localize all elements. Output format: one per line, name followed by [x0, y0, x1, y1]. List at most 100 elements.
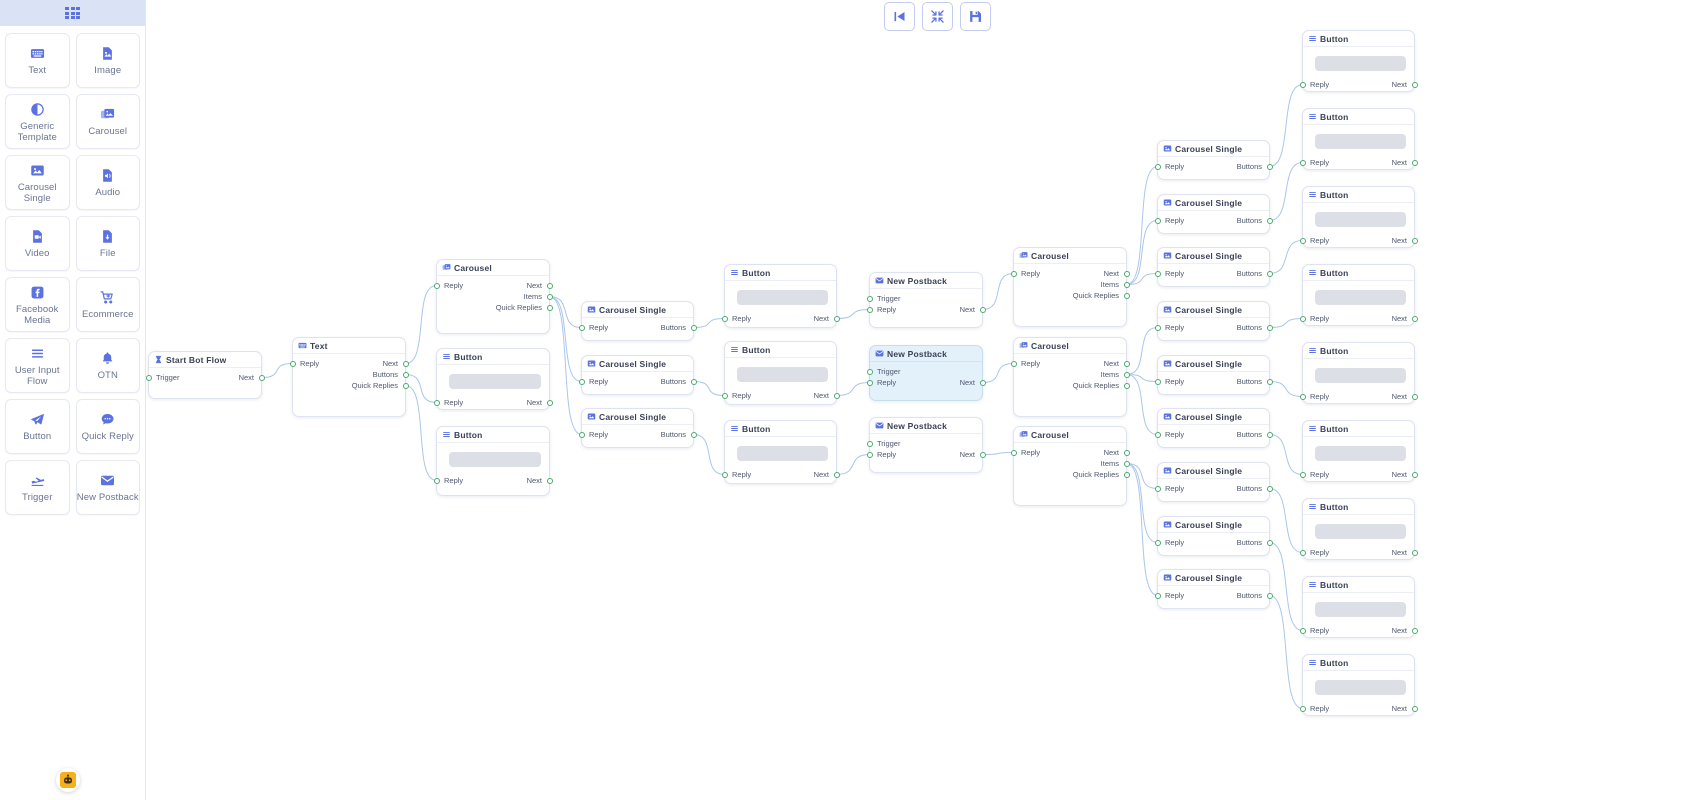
port-out-next[interactable] — [1411, 81, 1418, 88]
port-out-buttons[interactable] — [1266, 592, 1273, 599]
port-in-reply[interactable] — [1299, 393, 1306, 400]
port-out-next[interactable] — [979, 306, 986, 313]
port-in-trigger[interactable] — [146, 374, 152, 381]
palette-item-file[interactable]: File — [75, 216, 140, 271]
flow-node-button[interactable]: Button Reply Next — [433, 348, 553, 410]
port-out-buttons[interactable] — [690, 378, 697, 385]
flow-node-carousel-single[interactable]: Carousel Single Reply Buttons — [1154, 569, 1273, 609]
port-in-reply[interactable] — [1154, 270, 1161, 277]
flow-node-carousel-single[interactable]: Carousel Single Reply Buttons — [1154, 194, 1273, 234]
port-out-buttons[interactable] — [690, 324, 697, 331]
port-in-reply[interactable] — [578, 431, 585, 438]
port-out-next[interactable] — [546, 399, 553, 406]
port-out-buttons[interactable] — [1266, 539, 1273, 546]
port-out-next[interactable] — [1411, 549, 1418, 556]
port-in-reply[interactable] — [1154, 163, 1161, 170]
port-out-quick-replies[interactable] — [546, 304, 553, 311]
port-in-reply[interactable] — [1299, 627, 1306, 634]
port-in-reply[interactable] — [866, 379, 873, 386]
flow-node-new-postback[interactable]: New Postback Trigger Reply Next — [866, 345, 986, 401]
palette-item-quick-reply[interactable]: Quick Reply — [75, 399, 140, 454]
flow-node-button[interactable]: Button Reply Next — [433, 426, 553, 496]
flow-node-button[interactable]: Button Reply Next — [1299, 186, 1418, 248]
flow-node-button[interactable]: Button Reply Next — [1299, 342, 1418, 404]
flow-node-carousel-single[interactable]: Carousel Single Reply Buttons — [1154, 355, 1273, 395]
port-in-reply[interactable] — [1299, 237, 1306, 244]
port-out-next[interactable] — [1411, 705, 1418, 712]
port-in-reply[interactable] — [1299, 471, 1306, 478]
flow-node-carousel[interactable]: Carousel Reply Next Items Quick Replies — [433, 259, 553, 334]
go-to-start-button[interactable] — [884, 2, 915, 31]
port-out-quick-replies[interactable] — [1123, 382, 1130, 389]
port-in-reply[interactable] — [578, 378, 585, 385]
port-out-next[interactable] — [833, 471, 840, 478]
port-in-reply[interactable] — [433, 282, 440, 289]
flow-node-carousel-single[interactable]: Carousel Single Reply Buttons — [1154, 408, 1273, 448]
flow-node-button[interactable]: Button Reply Next — [1299, 420, 1418, 482]
port-out-next[interactable] — [1123, 449, 1130, 456]
flow-node-start-bot-flow[interactable]: Start Bot Flow Trigger Next — [146, 351, 265, 399]
flow-node-new-postback[interactable]: New Postback Trigger Reply Next — [866, 417, 986, 473]
port-in-reply[interactable] — [1154, 592, 1161, 599]
port-in-reply[interactable] — [1299, 705, 1306, 712]
save-button[interactable] — [960, 2, 991, 31]
flow-node-carousel-single[interactable]: Carousel Single Reply Buttons — [578, 355, 697, 395]
port-in-reply[interactable] — [721, 392, 728, 399]
port-in-reply[interactable] — [1154, 324, 1161, 331]
port-out-next[interactable] — [546, 477, 553, 484]
port-out-buttons[interactable] — [1266, 270, 1273, 277]
port-in-reply[interactable] — [1154, 217, 1161, 224]
port-out-buttons[interactable] — [1266, 431, 1273, 438]
port-out-quick-replies[interactable] — [402, 382, 409, 389]
port-in-reply[interactable] — [1154, 485, 1161, 492]
port-out-buttons[interactable] — [1266, 163, 1273, 170]
flow-node-carousel-single[interactable]: Carousel Single Reply Buttons — [1154, 462, 1273, 502]
flow-node-carousel[interactable]: Carousel Reply Next Items Quick Replies — [1010, 247, 1130, 327]
port-in-reply[interactable] — [1299, 315, 1306, 322]
flow-node-button[interactable]: Button Reply Next — [1299, 264, 1418, 326]
port-out-next[interactable] — [1411, 393, 1418, 400]
port-out-quick-replies[interactable] — [1123, 292, 1130, 299]
port-out-next[interactable] — [1123, 270, 1130, 277]
port-out-next[interactable] — [1411, 315, 1418, 322]
flow-node-carousel-single[interactable]: Carousel Single Reply Buttons — [1154, 516, 1273, 556]
flow-node-button[interactable]: Button Reply Next — [1299, 30, 1418, 92]
port-in-reply[interactable] — [866, 306, 873, 313]
palette-item-image[interactable]: Image — [75, 33, 140, 88]
port-in-reply[interactable] — [578, 324, 585, 331]
port-in-reply[interactable] — [1299, 159, 1306, 166]
port-in-reply[interactable] — [1154, 378, 1161, 385]
flow-node-carousel-single[interactable]: Carousel Single Reply Buttons — [1154, 140, 1273, 180]
port-out-items[interactable] — [546, 293, 553, 300]
flow-node-text[interactable]: Text Reply Next Buttons Quick Replies — [289, 337, 409, 417]
palette-item-button[interactable]: Button — [5, 399, 70, 454]
port-out-quick-replies[interactable] — [1123, 471, 1130, 478]
port-out-next[interactable] — [833, 392, 840, 399]
flow-node-button[interactable]: Button Reply Next — [721, 264, 840, 328]
port-in-reply[interactable] — [433, 477, 440, 484]
bot-avatar[interactable] — [56, 768, 80, 792]
palette-item-new-postback[interactable]: New Postback — [75, 460, 140, 515]
flow-node-carousel-single[interactable]: Carousel Single Reply Buttons — [578, 408, 697, 448]
port-out-next[interactable] — [1411, 627, 1418, 634]
flow-node-button[interactable]: Button Reply Next — [1299, 498, 1418, 560]
port-out-next[interactable] — [1123, 360, 1130, 367]
port-out-next[interactable] — [979, 379, 986, 386]
port-in-reply[interactable] — [1299, 549, 1306, 556]
port-in-trigger[interactable] — [866, 368, 873, 375]
port-out-next[interactable] — [258, 374, 265, 381]
port-in-reply[interactable] — [289, 360, 296, 367]
palette-item-facebook-media[interactable]: Facebook Media — [5, 277, 70, 332]
port-in-trigger[interactable] — [866, 440, 873, 447]
port-in-reply[interactable] — [1154, 431, 1161, 438]
port-out-buttons[interactable] — [1266, 378, 1273, 385]
palette-item-audio[interactable]: Audio — [75, 155, 140, 210]
port-in-reply[interactable] — [1010, 449, 1017, 456]
port-out-next[interactable] — [1411, 159, 1418, 166]
port-in-reply[interactable] — [1154, 539, 1161, 546]
port-out-items[interactable] — [1123, 371, 1130, 378]
port-in-trigger[interactable] — [866, 295, 873, 302]
palette-item-ecommerce[interactable]: Ecommerce — [75, 277, 140, 332]
flow-node-button[interactable]: Button Reply Next — [1299, 108, 1418, 170]
port-out-buttons[interactable] — [1266, 217, 1273, 224]
